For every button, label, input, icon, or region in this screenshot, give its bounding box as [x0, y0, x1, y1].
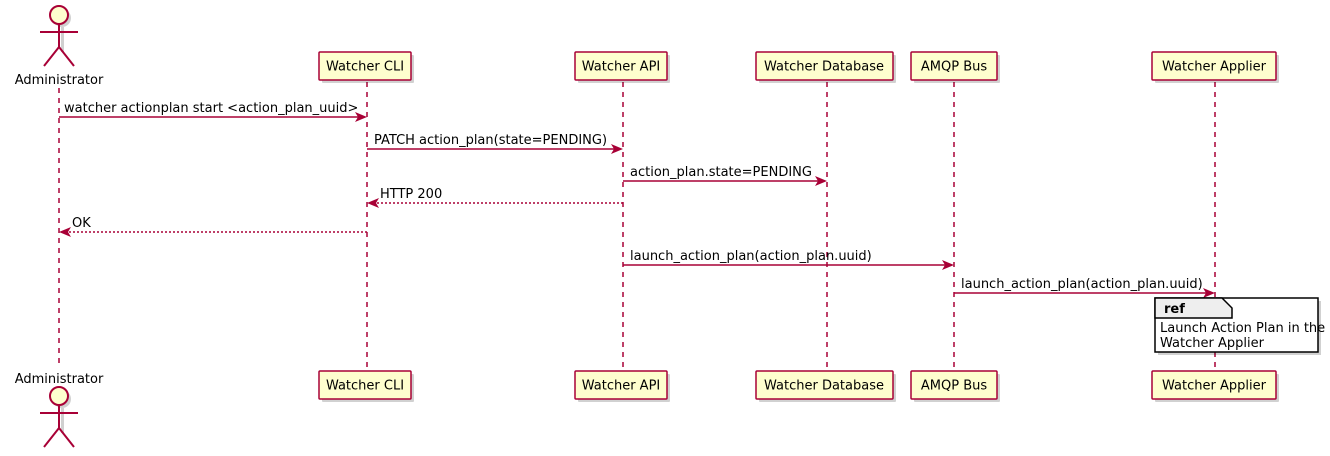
participant-box-watcher-cli-bottom[interactable]: Watcher CLI [318, 370, 414, 402]
arrowhead-right-icon [815, 176, 827, 186]
actor-leg-left-icon-bottom [43, 427, 60, 448]
participant-box-watcher-api-top[interactable]: Watcher API [574, 51, 670, 83]
participant-rect [910, 51, 998, 81]
actor-leg-right-icon [58, 46, 75, 67]
participant-box-watcher-applier-bottom[interactable]: Watcher Applier [1151, 370, 1279, 402]
participant-box-watcher-database-top[interactable]: Watcher Database [755, 51, 896, 83]
ref-fragment[interactable]: ref Launch Action Plan in the Watcher Ap… [1154, 297, 1325, 355]
message-label: OK [72, 216, 91, 231]
participant-label: AMQP Bus [921, 379, 987, 394]
ref-fragment-title: ref [1164, 302, 1185, 317]
actor-label-bottom: Administrator [15, 372, 104, 387]
arrowhead-right-icon [355, 112, 367, 122]
ref-fragment-tab [1154, 297, 1233, 319]
message-launch-action-plan-amqp[interactable]: launch_action_plan(action_plan.uuid) [623, 249, 954, 270]
arrowhead-left-icon [59, 227, 71, 237]
actor-head-icon-bottom [49, 386, 69, 406]
participant-rect [1151, 51, 1277, 81]
participant-label: Watcher CLI [326, 379, 404, 394]
participant-label: Watcher API [582, 60, 661, 75]
participant-box-watcher-database-bottom[interactable]: Watcher Database [755, 370, 896, 402]
participant-rect [574, 370, 668, 400]
message-action-plan-state-pending[interactable]: action_plan.state=PENDING [623, 165, 827, 186]
participant-label: Watcher Applier [1162, 379, 1267, 394]
message-ok[interactable]: OK [59, 216, 367, 237]
message-label: HTTP 200 [380, 187, 442, 202]
arrowhead-right-icon [611, 144, 623, 154]
actor-administrator-bottom[interactable]: Administrator [15, 372, 104, 448]
actor-leg-left-icon [43, 46, 60, 67]
arrowhead-left-icon [367, 198, 379, 208]
actor-head-icon [49, 5, 69, 25]
participant-box-watcher-api-bottom[interactable]: Watcher API [574, 370, 670, 402]
message-label: launch_action_plan(action_plan.uuid) [961, 277, 1203, 292]
participant-box-watcher-cli-top[interactable]: Watcher CLI [318, 51, 414, 83]
ref-fragment-line-2: Watcher Applier [1160, 336, 1265, 351]
actor-label-top: Administrator [15, 73, 104, 88]
participant-box-amqp-bus-top[interactable]: AMQP Bus [910, 51, 1000, 83]
participant-label: Watcher API [582, 379, 661, 394]
participant-rect [1151, 370, 1277, 400]
lifelines [58, 82, 1216, 370]
message-label: launch_action_plan(action_plan.uuid) [630, 249, 872, 264]
actor-administrator-top[interactable]: Administrator [15, 5, 104, 88]
participant-rect [755, 51, 894, 81]
participant-rect [910, 370, 998, 400]
participant-label: AMQP Bus [921, 60, 987, 75]
message-label: action_plan.state=PENDING [630, 165, 812, 180]
message-patch-action-plan[interactable]: PATCH action_plan(state=PENDING) [367, 133, 623, 154]
message-label: watcher actionplan start <action_plan_uu… [64, 101, 358, 116]
message-launch-action-plan-applier[interactable]: launch_action_plan(action_plan.uuid) [954, 277, 1215, 298]
participant-label: Watcher Applier [1162, 60, 1267, 75]
message-label: PATCH action_plan(state=PENDING) [374, 133, 607, 148]
participant-rect [755, 370, 894, 400]
participant-rect [318, 51, 412, 81]
participant-box-amqp-bus-bottom[interactable]: AMQP Bus [910, 370, 1000, 402]
participant-rect [574, 51, 668, 81]
participant-label: Watcher CLI [326, 60, 404, 75]
ref-fragment-line-1: Launch Action Plan in the [1160, 321, 1325, 336]
participant-box-watcher-applier-top[interactable]: Watcher Applier [1151, 51, 1279, 83]
arrowhead-right-icon [1203, 288, 1215, 298]
message-watcher-actionplan-start[interactable]: watcher actionplan start <action_plan_uu… [59, 101, 367, 122]
message-http-200[interactable]: HTTP 200 [367, 187, 623, 208]
actor-leg-right-icon-bottom [58, 427, 75, 448]
participant-label: Watcher Database [764, 379, 884, 394]
arrowhead-right-icon [942, 260, 954, 270]
participant-label: Watcher Database [764, 60, 884, 75]
participant-rect [318, 370, 412, 400]
